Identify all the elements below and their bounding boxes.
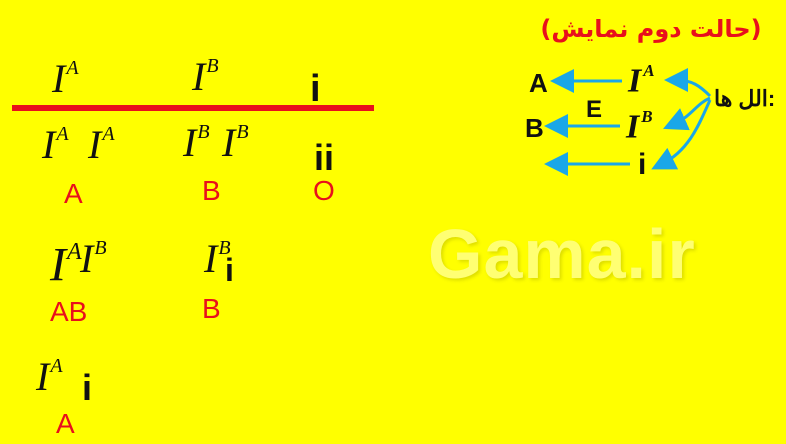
- phenotype-label-ab: AB: [50, 296, 88, 327]
- chromosome-line: [12, 105, 374, 111]
- phenotype-label-a: A: [64, 178, 83, 209]
- line-allele-i: i: [310, 68, 321, 110]
- genotype-ia-1: IA: [42, 122, 69, 167]
- genotype-ab-ib: IB: [80, 236, 107, 281]
- genotype-ib-1: IB: [183, 120, 210, 165]
- alleles-label: :الل ها: [714, 86, 776, 111]
- genotype-ii: ii: [314, 137, 335, 178]
- curve-to-i: [651, 99, 712, 170]
- genotype-bi-ib: IB: [204, 236, 231, 281]
- curve-to-ib: [663, 96, 711, 131]
- slide-title: (حالت دوم نمایش): [540, 15, 762, 43]
- watermark-logo: Gama.ir: [428, 215, 696, 293]
- legend-result-b: B: [525, 113, 544, 143]
- genotype-ai-i: i: [82, 367, 93, 408]
- phenotype-label-a2: A: [56, 408, 75, 439]
- genotype-ib-2: IB: [222, 120, 249, 165]
- legend-allele-i: i: [638, 148, 647, 181]
- genotype-ia-2: IA: [88, 122, 115, 167]
- phenotype-label-o: O: [313, 175, 335, 206]
- phenotype-label-b: B: [202, 175, 221, 206]
- curve-to-ia: [664, 68, 712, 98]
- legend-result-a: A: [529, 68, 548, 98]
- phenotype-label-b2: B: [202, 293, 221, 324]
- genotype-ai-ia: IA: [36, 354, 63, 399]
- line-allele-ia: IA: [52, 56, 79, 101]
- legend-e-label: E: [586, 96, 603, 123]
- genotype-bi-i: i: [225, 252, 234, 288]
- genotype-ab-ia: IA: [50, 238, 82, 292]
- line-allele-ib: IB: [192, 54, 219, 99]
